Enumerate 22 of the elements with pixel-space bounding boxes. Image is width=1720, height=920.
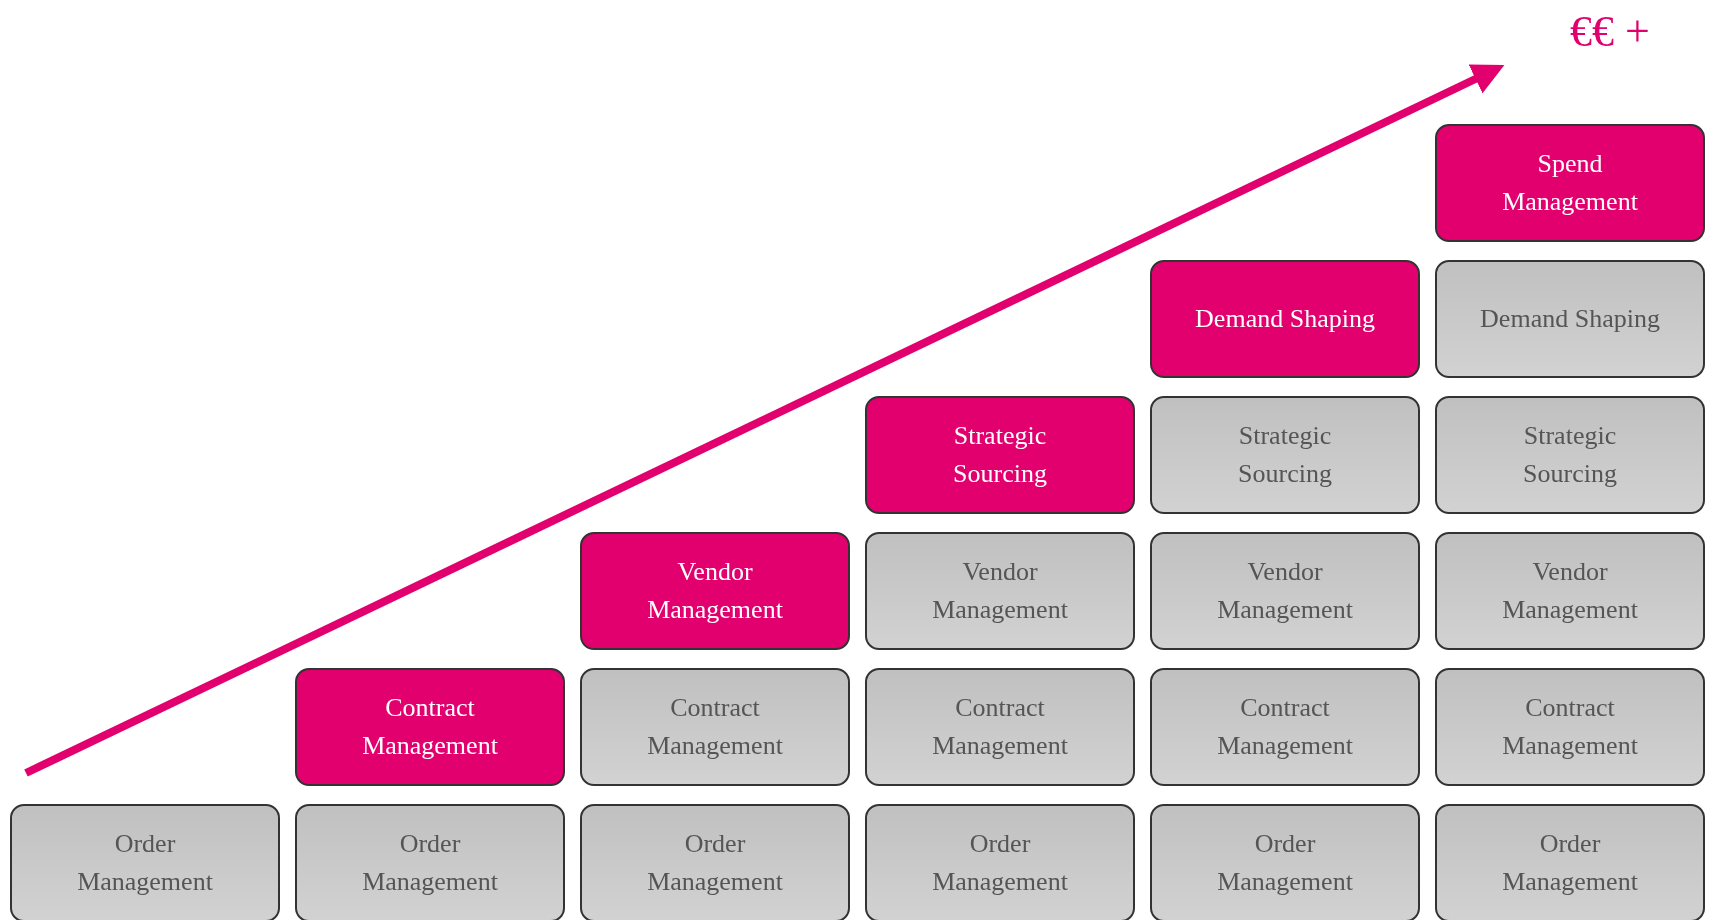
capability-box: Demand Shaping <box>1150 260 1420 378</box>
capability-box: Contract Management <box>1150 668 1420 786</box>
capability-box: Order Management <box>580 804 850 920</box>
capability-box: Strategic Sourcing <box>1435 396 1705 514</box>
capability-box: Vendor Management <box>865 532 1135 650</box>
capability-box: Strategic Sourcing <box>865 396 1135 514</box>
capability-box: Vendor Management <box>1150 532 1420 650</box>
capability-box: Vendor Management <box>580 532 850 650</box>
value-label: €€ + <box>1570 6 1650 57</box>
capability-box: Order Management <box>295 804 565 920</box>
capability-box: Order Management <box>1150 804 1420 920</box>
capability-box: Vendor Management <box>1435 532 1705 650</box>
capability-box: Order Management <box>1435 804 1705 920</box>
capability-box: Demand Shaping <box>1435 260 1705 378</box>
capability-box: Contract Management <box>295 668 565 786</box>
capability-box: Order Management <box>10 804 280 920</box>
capability-box: Order Management <box>865 804 1135 920</box>
capability-box: Contract Management <box>865 668 1135 786</box>
capability-box: Spend Management <box>1435 124 1705 242</box>
capability-box: Strategic Sourcing <box>1150 396 1420 514</box>
capability-box: Contract Management <box>580 668 850 786</box>
capability-box: Contract Management <box>1435 668 1705 786</box>
